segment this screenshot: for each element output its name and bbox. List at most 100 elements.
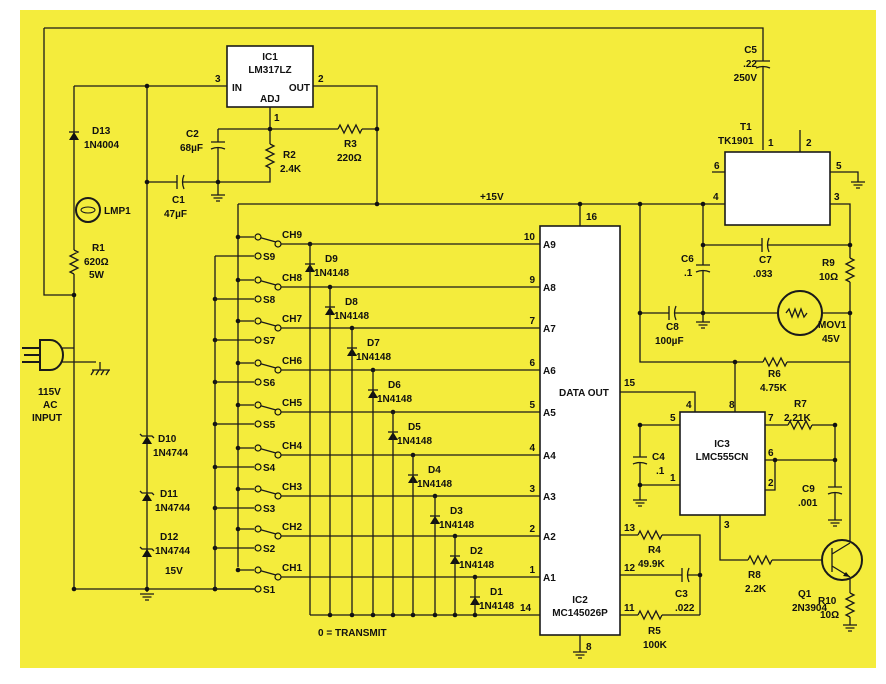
c2-ground-icon — [211, 194, 225, 202]
switch-ch-contact — [254, 444, 262, 452]
switch-s-label: S2 — [263, 544, 276, 555]
ic2-address-pin-label: A2 — [543, 532, 556, 543]
r2-resistor — [264, 143, 276, 169]
switch-s-label: S8 — [263, 295, 276, 306]
c3-value: .022 — [675, 603, 695, 614]
q1-part: 2N3904 — [792, 603, 827, 614]
diode-part: 1N4148 — [417, 479, 452, 490]
d13-ref: D13 — [92, 126, 111, 137]
switch-pole — [274, 240, 282, 248]
ac-input-voltage: 115V — [38, 387, 61, 398]
diode-part: 1N4148 — [459, 560, 494, 571]
diode-part: 1N4148 — [397, 436, 432, 447]
t1-pin6: 6 — [714, 161, 720, 172]
junction-node — [144, 179, 150, 185]
c2-capacitor — [210, 141, 226, 150]
switch-wiring — [215, 488, 540, 509]
c5-capacitor — [755, 60, 771, 69]
ic2-address-pin-label: A8 — [543, 283, 556, 294]
junction-node — [637, 201, 643, 207]
c3-capacitor — [681, 567, 690, 583]
r3-value: 220Ω — [337, 153, 362, 164]
ic3-pin3: 3 — [724, 520, 730, 531]
switch-wiring — [215, 447, 540, 468]
switch-wiring — [215, 404, 540, 425]
c2-value: 68µF — [180, 143, 203, 154]
switch-wiring — [215, 236, 540, 257]
r6-resistor-zigzag — [762, 356, 788, 368]
ic2-part: MC145026P — [552, 608, 608, 619]
junction-node — [832, 422, 838, 428]
r6-resistor — [762, 356, 788, 368]
ic3-pin8: 8 — [729, 400, 735, 411]
c1-capacitor-plates — [176, 174, 185, 190]
schematic-background — [20, 10, 876, 668]
t1-pin4: 4 — [713, 192, 719, 203]
ic2-address-pin-number: 10 — [524, 232, 536, 243]
r5-resistor-zigzag — [637, 609, 663, 621]
c9-capacitor-gap — [827, 487, 843, 493]
ic1-adj-label: ADJ — [260, 94, 280, 105]
ic3-pin2: 2 — [768, 478, 774, 489]
r1-value: 620Ω — [84, 257, 109, 268]
ic2-pin-13: 13 — [624, 523, 636, 534]
d12-part: 1N4744 — [155, 546, 190, 557]
c9-capacitor — [827, 486, 843, 495]
c5-rating: 250V — [734, 73, 758, 84]
switch-s-contact — [254, 463, 262, 471]
junction-node — [832, 457, 838, 463]
ic2-address-pin-label: A9 — [543, 240, 556, 251]
r3-resistor — [337, 123, 363, 135]
c7-capacitor — [761, 237, 770, 253]
switch-s-label: S9 — [263, 252, 276, 263]
q1-transistor-icon — [821, 539, 863, 581]
c5-value: .22 — [743, 59, 757, 70]
ic2-pin-12: 12 — [624, 563, 636, 574]
switch-pole — [274, 408, 282, 416]
t1-body — [724, 151, 831, 226]
diode-ref: D7 — [367, 338, 380, 349]
supply-label: +15V — [480, 192, 504, 203]
junction-node — [267, 126, 273, 132]
ac-input-label: INPUT — [32, 413, 62, 424]
r5-resistor — [637, 609, 663, 621]
switch-pole — [274, 532, 282, 540]
junction-node — [374, 201, 380, 207]
diode-part: 1N4148 — [356, 352, 391, 363]
switch-s-contact — [254, 585, 262, 593]
ic2-address-pin-label: A6 — [543, 366, 556, 377]
c9-ref: C9 — [802, 484, 815, 495]
ic1-in-label: IN — [232, 83, 242, 94]
ic3-part: LMC555CN — [696, 452, 749, 463]
ic2-address-pin-number: 1 — [529, 565, 535, 576]
c8-ref: C8 — [666, 322, 679, 333]
symbols — [22, 60, 865, 659]
switch-s-contact — [254, 420, 262, 428]
junction-node — [637, 422, 643, 428]
r4-value: 49.9K — [638, 559, 665, 570]
switch-s-contact — [254, 252, 262, 260]
ic2-ground-icon — [573, 651, 587, 659]
ic2-address-pin-label: A7 — [543, 324, 556, 335]
c9-value: .001 — [798, 498, 818, 509]
r7-ref: R7 — [794, 399, 807, 410]
c4-capacitor-plates — [632, 456, 648, 465]
ic2-pin-gnd: 8 — [586, 642, 592, 653]
switch-s-label: S1 — [263, 585, 276, 596]
switch-ch-label: CH1 — [282, 563, 302, 574]
c1-value: 47µF — [164, 209, 187, 220]
switch-s-contact — [254, 295, 262, 303]
ic3-body — [679, 411, 766, 516]
d12-ref: D12 — [160, 532, 179, 543]
ic2-address-pin-number: 6 — [529, 358, 535, 369]
r8-value: 2.2K — [745, 584, 767, 595]
r1-resistor — [68, 249, 80, 275]
c6-ref: C6 — [681, 254, 694, 265]
c8-capacitor — [668, 305, 677, 321]
junction-node — [700, 310, 706, 316]
r1-rating: 5W — [89, 270, 105, 281]
zener-ground-icon — [140, 593, 154, 601]
switch-ch-label: CH4 — [282, 441, 302, 452]
